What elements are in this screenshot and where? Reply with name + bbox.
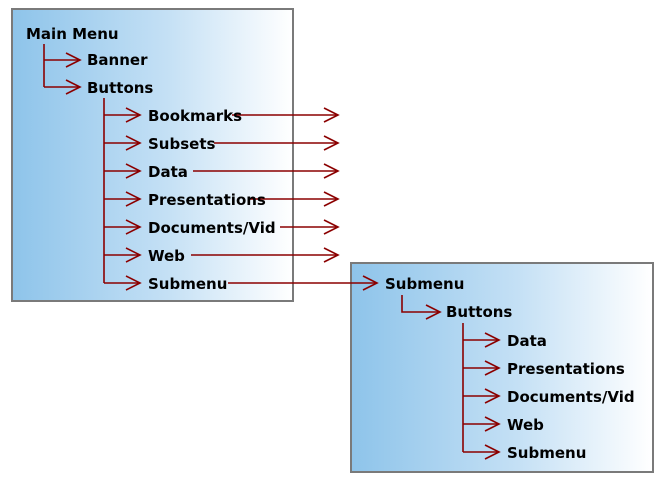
node-documents: Documents/Vid	[148, 219, 276, 237]
node-submenu: Submenu	[148, 275, 228, 293]
node-web: Web	[148, 247, 185, 265]
main-menu-title: Main Menu	[26, 25, 119, 43]
submenu-node-documents: Documents/Vid	[507, 388, 635, 406]
node-subsets: Subsets	[148, 135, 216, 153]
submenu-node-buttons: Buttons	[446, 303, 513, 321]
submenu-node-submenu: Submenu	[507, 444, 587, 462]
node-data: Data	[148, 163, 188, 181]
submenu-panel	[350, 262, 654, 473]
submenu-title: Submenu	[385, 275, 465, 293]
main-menu-panel	[11, 8, 294, 302]
node-buttons: Buttons	[87, 79, 154, 97]
submenu-node-web: Web	[507, 416, 544, 434]
node-bookmarks: Bookmarks	[148, 107, 243, 125]
submenu-trunk	[401, 295, 440, 313]
submenu-node-presentations: Presentations	[507, 360, 625, 378]
node-banner: Banner	[87, 51, 148, 69]
node-presentations: Presentations	[148, 191, 266, 209]
submenu-node-data: Data	[507, 332, 547, 350]
